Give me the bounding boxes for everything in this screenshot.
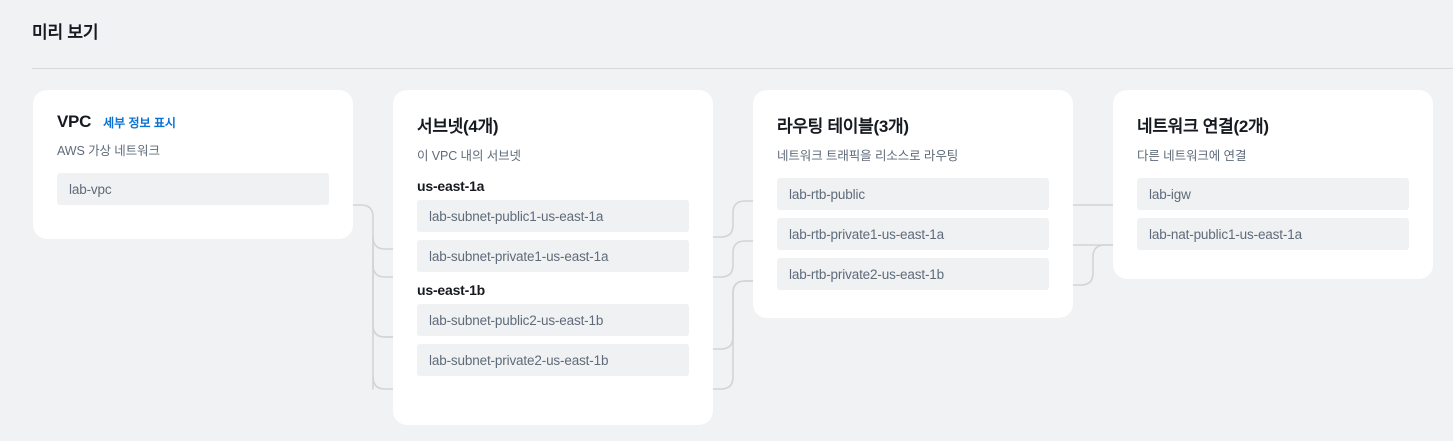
- resource-item-lab-vpc[interactable]: lab-vpc: [57, 173, 329, 205]
- resource-item-rtb-private2[interactable]: lab-rtb-private2-us-east-1b: [777, 258, 1049, 290]
- card-network-connections-subtitle: 다른 네트워크에 연결: [1137, 149, 1247, 163]
- card-subnets: 서브넷(4개) 이 VPC 내의 서브넷 us-east-1a lab-subn…: [393, 90, 713, 425]
- resource-item-rtb-private1[interactable]: lab-rtb-private1-us-east-1a: [777, 218, 1049, 250]
- card-route-tables: 라우팅 테이블(3개) 네트워크 트래픽을 리소스로 라우팅 lab-rtb-p…: [753, 90, 1073, 318]
- card-network-connections: 네트워크 연결(2개) 다른 네트워크에 연결 lab-igw lab-nat-…: [1113, 90, 1433, 279]
- resource-item-subnet-public1[interactable]: lab-subnet-public1-us-east-1a: [417, 200, 689, 232]
- card-vpc-title: VPC: [57, 112, 92, 131]
- card-subnets-title: 서브넷(4개): [417, 117, 499, 136]
- az-heading-us-east-1a: us-east-1a: [417, 178, 485, 194]
- card-vpc: VPC 세부 정보 표시 AWS 가상 네트워크 lab-vpc: [33, 90, 353, 239]
- resource-item-subnet-private2[interactable]: lab-subnet-private2-us-east-1b: [417, 344, 689, 376]
- resource-item-subnet-public2[interactable]: lab-subnet-public2-us-east-1b: [417, 304, 689, 336]
- header-divider: [32, 68, 1453, 69]
- resource-item-rtb-public[interactable]: lab-rtb-public: [777, 178, 1049, 210]
- page-title: 미리 보기: [32, 23, 99, 42]
- card-network-connections-title: 네트워크 연결(2개): [1137, 117, 1269, 136]
- card-subnets-title-row: 서브넷(4개): [417, 112, 689, 137]
- card-vpc-title-row: VPC 세부 정보 표시: [57, 112, 329, 132]
- card-vpc-subtitle: AWS 가상 네트워크: [57, 144, 160, 158]
- card-route-tables-title: 라우팅 테이블(3개): [777, 117, 909, 136]
- show-details-link[interactable]: 세부 정보 표시: [103, 116, 176, 130]
- card-network-connections-title-row: 네트워크 연결(2개): [1137, 112, 1409, 137]
- resource-item-subnet-private1[interactable]: lab-subnet-private1-us-east-1a: [417, 240, 689, 272]
- resource-item-igw[interactable]: lab-igw: [1137, 178, 1409, 210]
- card-route-tables-title-row: 라우팅 테이블(3개): [777, 112, 1049, 137]
- card-route-tables-subtitle: 네트워크 트래픽을 리소스로 라우팅: [777, 149, 959, 163]
- card-subnets-subtitle: 이 VPC 내의 서브넷: [417, 149, 521, 163]
- resource-item-nat-gateway[interactable]: lab-nat-public1-us-east-1a: [1137, 218, 1409, 250]
- az-heading-us-east-1b: us-east-1b: [417, 282, 486, 298]
